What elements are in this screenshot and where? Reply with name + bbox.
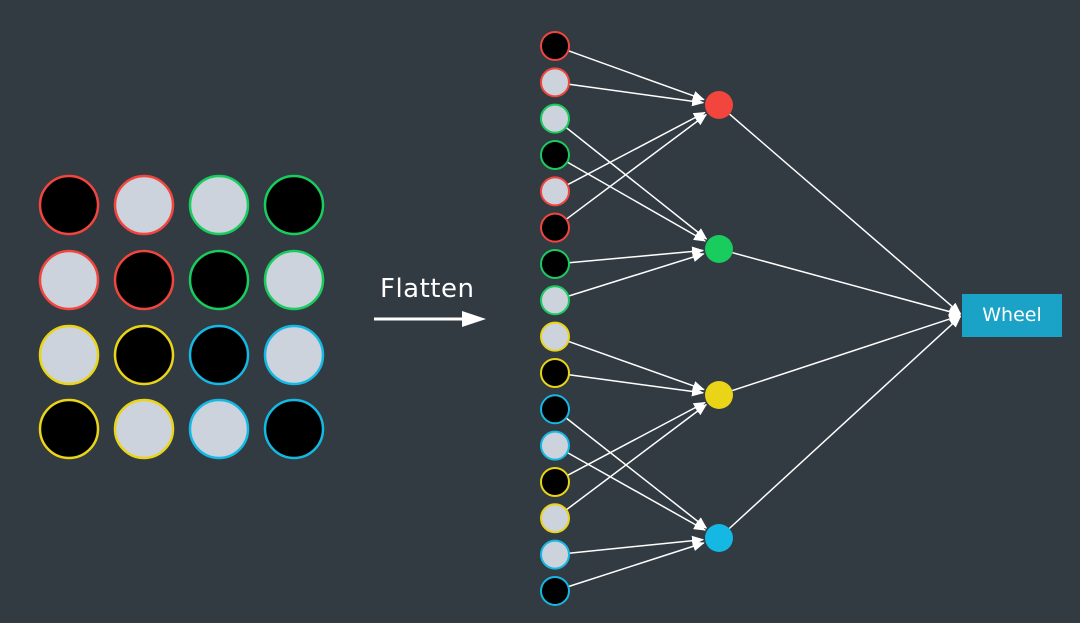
- flattened-node-4: [540, 139, 570, 170]
- grid-cell-r1-c4: [263, 174, 325, 236]
- grid-cell-r2-c3: [188, 249, 250, 311]
- edge-input-8-to-green: [568, 252, 705, 297]
- edge-yellow-to-output: [732, 314, 962, 392]
- edge-input-9-to-yellow: [567, 340, 705, 391]
- flattened-node-5: [540, 176, 570, 207]
- flatten-arrow-head: [462, 311, 486, 327]
- flattened-node-1: [540, 31, 570, 61]
- flattened-node-3: [540, 103, 570, 134]
- edge-input-12-to-blue: [566, 451, 706, 531]
- edge-input-13-to-yellow: [567, 401, 706, 477]
- grid-cell-r1-c2: [113, 174, 175, 236]
- flattened-node-6: [540, 212, 570, 243]
- flattened-node-11: [540, 394, 570, 425]
- grid-cell-r2-c1: [38, 249, 100, 311]
- grid-cell-r3-c2: [113, 324, 175, 386]
- edge-input-5-to-red: [567, 111, 706, 186]
- flattened-node-8: [540, 285, 570, 316]
- grid-cell-r3-c1: [38, 324, 100, 386]
- hidden-layer: [705, 91, 733, 552]
- edge-input-3-to-green: [565, 126, 708, 240]
- hidden-node-green: [705, 235, 733, 263]
- flattened-node-9: [540, 321, 570, 352]
- edge-red-to-output: [729, 113, 962, 315]
- grid-cell-r2-c2: [113, 249, 175, 311]
- grid-cell-r3-c4: [263, 324, 325, 386]
- flattened-node-12: [540, 430, 570, 461]
- edge-input-7-to-green: [568, 246, 705, 264]
- hidden-node-yellow: [705, 381, 733, 409]
- flattened-node-10: [540, 357, 570, 388]
- hidden-node-blue: [705, 524, 733, 552]
- edge-input-14-to-yellow: [565, 403, 707, 511]
- flatten-label: Flatten: [380, 274, 475, 304]
- hidden-node-red: [705, 91, 733, 119]
- flattened-node-14: [540, 503, 570, 534]
- connections: [565, 49, 962, 588]
- grid-cell-r4-c2: [113, 398, 175, 460]
- flattened-node-13: [540, 466, 570, 497]
- edge-input-11-to-blue: [565, 417, 708, 529]
- flattened-column: [540, 31, 570, 606]
- grid-cell-r1-c3: [188, 174, 250, 236]
- flattened-node-15: [540, 539, 570, 570]
- grid-cell-r4-c3: [188, 398, 250, 460]
- edge-input-10-to-yellow: [568, 374, 705, 397]
- flattened-node-7: [540, 248, 570, 279]
- input-grid: [38, 174, 325, 460]
- grid-cell-r4-c1: [38, 398, 100, 460]
- edge-blue-to-output: [728, 315, 962, 530]
- edge-input-6-to-red: [565, 113, 708, 220]
- edge-green-to-output: [732, 251, 962, 317]
- edge-input-15-to-blue: [568, 535, 705, 554]
- output-node-wheel: Wheel: [962, 294, 1062, 337]
- grid-cell-r1-c1: [38, 174, 100, 236]
- flatten-arrow: [374, 311, 486, 327]
- grid-cell-r2-c4: [263, 249, 325, 311]
- edge-input-16-to-blue: [568, 541, 705, 588]
- edge-input-2-to-red: [568, 83, 705, 107]
- edge-input-1-to-red: [567, 49, 705, 101]
- flattened-node-16: [540, 575, 570, 606]
- flattened-node-2: [540, 67, 570, 98]
- edge-input-4-to-green: [566, 161, 706, 242]
- grid-cell-r4-c4: [263, 398, 325, 460]
- grid-cell-r3-c3: [188, 324, 250, 386]
